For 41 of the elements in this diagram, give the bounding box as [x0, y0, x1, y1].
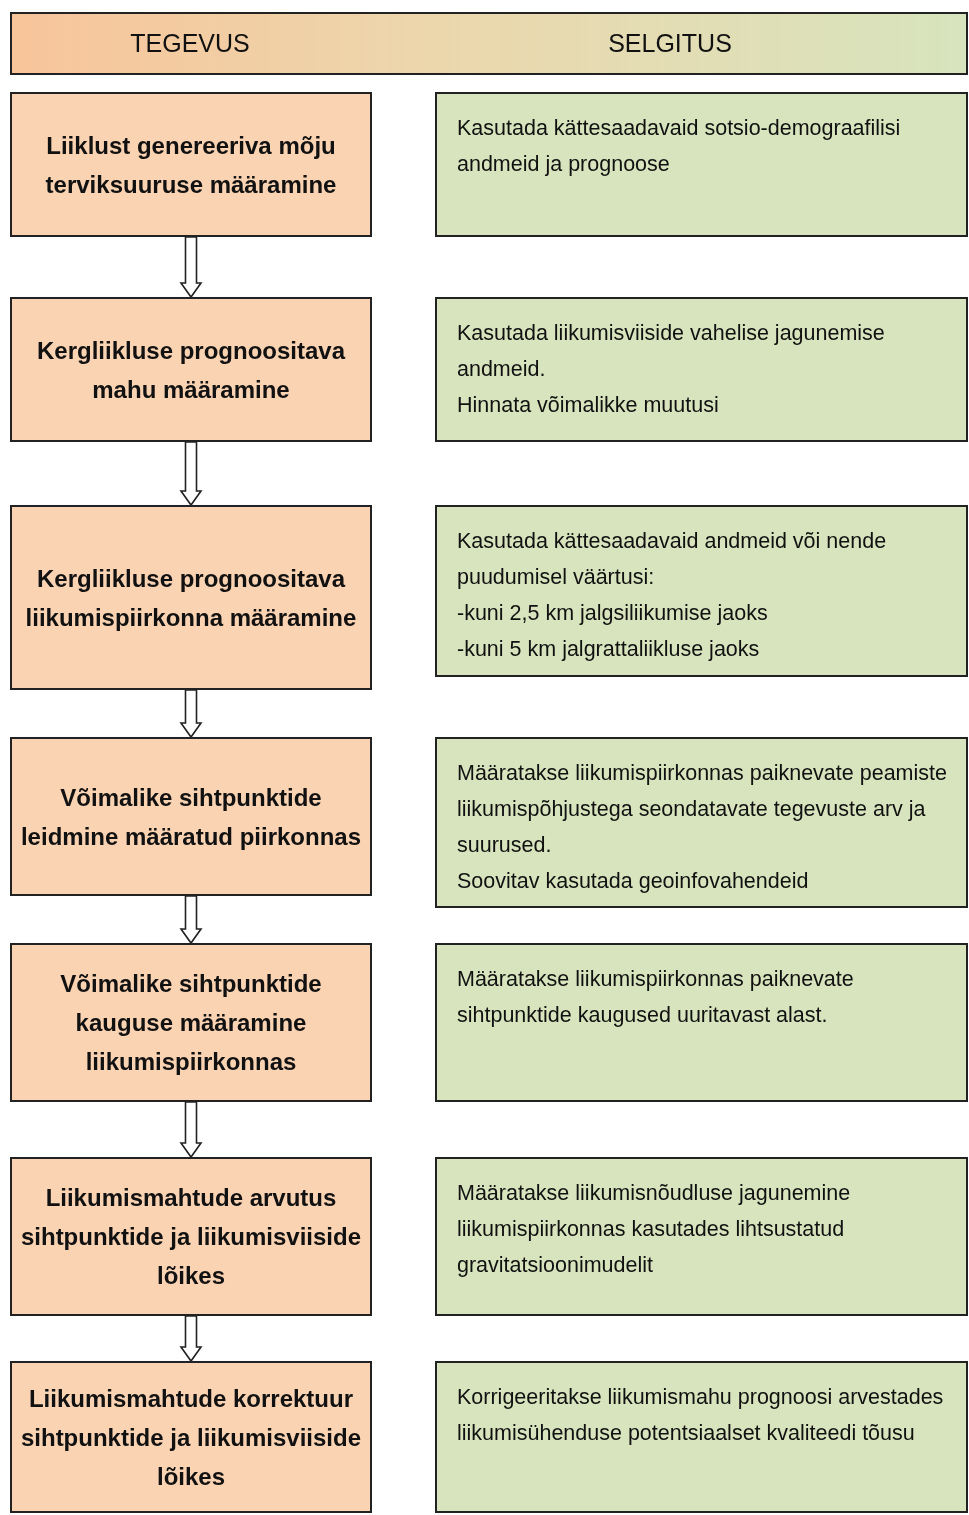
explanation-box — [435, 505, 968, 677]
explanation-text: Määratakse liikumispiirkonnas paiknevate sihtpunktide kaugused uuritavast alast. — [457, 966, 855, 1029]
hollow-arrow — [179, 441, 203, 507]
explanation-box — [435, 1361, 968, 1513]
hollow-arrow — [179, 895, 203, 945]
hollow-arrow — [179, 689, 203, 739]
explanation-box — [435, 1157, 968, 1316]
activity-box — [10, 737, 372, 896]
activity-text: Võimalike sihtpunktide leidmine määratud piirkonnas — [20, 782, 362, 852]
header-band — [10, 12, 968, 75]
explanation-text: Kasutada kättesaadavaid andmeid või nende puudumisel väärtusi: — [457, 528, 888, 591]
activity-box — [10, 297, 372, 442]
activity-text: Kergliikluse prognoositava liikumispiirkonna määramine — [24, 563, 358, 633]
activity-box — [10, 92, 372, 237]
hollow-arrow — [179, 1101, 203, 1159]
activity-text: Võimalike sihtpunktide kauguse määramine liikumispiirkonnas — [59, 969, 323, 1077]
activity-box — [10, 943, 372, 1102]
activity-text: Liiklust genereeriva mõju terviksuuruse määramine — [44, 130, 338, 200]
hollow-arrow — [179, 1315, 203, 1363]
explanation-text: -kuni 2,5 km jalgsiliikumise jaoks — [457, 600, 769, 627]
activity-text: Liikumismahtude korrektuur sihtpunktide ja liikumisviiside lõikes — [20, 1383, 362, 1492]
hollow-arrow — [179, 236, 203, 299]
activity-box — [10, 505, 372, 690]
explanation-text: Korrigeeritakse liikumismahu prognoosi arvestades liikumisühenduse potentsiaalset kvaliteedi tõusu — [457, 1384, 945, 1447]
explanation-text: Määratakse liikumisnõudluse jagunemine liikumispiirkonnas kasutades lihtsustatud gravitatsioonimudelit — [457, 1180, 852, 1279]
column-heading: TEGEVUS — [130, 28, 250, 59]
explanation-box — [435, 737, 968, 908]
explanation-box — [435, 297, 968, 442]
activity-box — [10, 1361, 372, 1513]
activity-text: Kergliikluse prognoositava mahu määramine — [35, 335, 347, 405]
explanation-box — [435, 943, 968, 1102]
activity-box — [10, 1157, 372, 1316]
explanation-text: -kuni 5 km jalgrattaliikluse jaoks — [457, 636, 761, 663]
explanation-text: Kasutada liikumisviiside vahelise jagunemise andmeid. — [457, 320, 886, 383]
column-heading: SELGITUS — [608, 28, 732, 59]
explanation-text: Soovitav kasutada geoinfovahendeid — [457, 868, 810, 895]
explanation-text: Hinnata võimalikke muutusi — [457, 392, 720, 419]
activity-text: Liikumismahtude arvutus sihtpunktide ja liikumisviiside lõikes — [20, 1183, 362, 1291]
explanation-box — [435, 92, 968, 237]
explanation-text: Kasutada kättesaadavaid sotsio-demograafilisi andmeid ja prognoose — [457, 115, 902, 178]
explanation-text: Määratakse liikumispiirkonnas paiknevate peamiste liikumispõhjustega seondatavate tegevuste arv ja suurused. — [457, 760, 948, 859]
